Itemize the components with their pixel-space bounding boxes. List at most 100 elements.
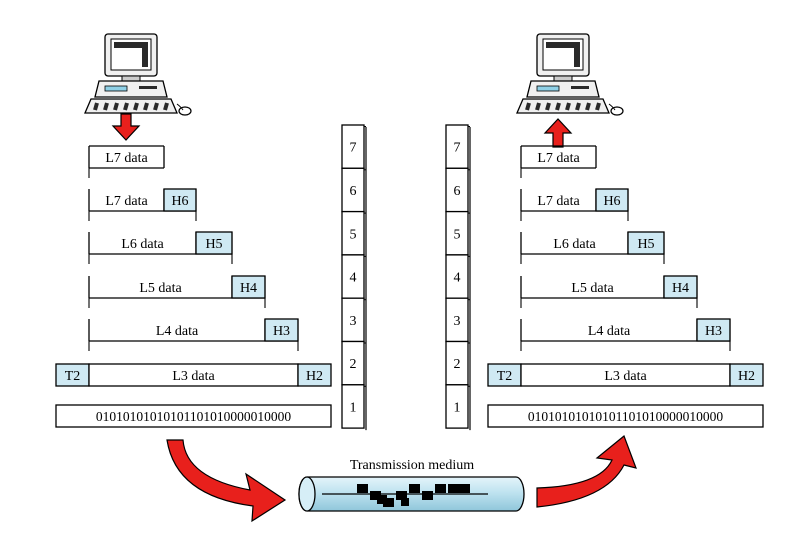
- signal-bit: [383, 498, 394, 507]
- red-curved-arrow-icon: [166, 439, 287, 523]
- signal-bit: [357, 484, 368, 493]
- signal-bit: [459, 484, 470, 493]
- red-curved-arrow-icon: [536, 435, 637, 508]
- key-row: [545, 102, 551, 111]
- receiver-bit-stream: 01010101010101101010000010000: [487, 404, 764, 428]
- bit-string: 01010101010101101010000010000: [528, 409, 723, 424]
- cylinder-end: [298, 476, 316, 512]
- data-label: L7 data: [105, 194, 148, 209]
- drive-slot: [104, 85, 128, 92]
- key-row: [555, 102, 561, 111]
- receiver-computer-icon: [516, 33, 624, 116]
- receiver-row-5: H3 L4 data: [520, 318, 731, 351]
- signal-bit: [409, 484, 420, 493]
- sender-row-1: L7 data: [88, 145, 165, 178]
- key-row: [93, 102, 99, 111]
- key-row: [525, 102, 531, 111]
- data-label: L6 data: [121, 237, 164, 252]
- data-label: L6 data: [553, 237, 596, 252]
- signal-bit: [435, 484, 446, 493]
- header-label: H3: [273, 324, 290, 339]
- layer-number: 4: [454, 271, 461, 286]
- base-unit: [526, 80, 600, 98]
- bit-box: [487, 404, 764, 428]
- layer-number: 5: [350, 227, 357, 242]
- header-label: H4: [672, 281, 689, 296]
- header-box: [297, 363, 332, 387]
- data-label: L7 data: [105, 151, 148, 166]
- keyboard: [516, 98, 610, 114]
- base-unit: [94, 80, 168, 98]
- header-label: H3: [705, 324, 722, 339]
- layer-number: 7: [454, 141, 461, 156]
- signal-bit: [396, 491, 407, 500]
- sender-row-6: T2 L3 data H2: [55, 363, 332, 387]
- sender-bit-stream: 01010101010101101010000010000: [55, 404, 332, 428]
- layer-number: 1: [350, 400, 357, 415]
- signal-bit: [401, 498, 409, 506]
- signal-bit: [448, 484, 459, 493]
- trailer-label: T2: [65, 369, 81, 384]
- keyboard: [84, 98, 178, 114]
- layer-number: 3: [350, 314, 357, 329]
- mouse-cable: [608, 103, 616, 111]
- layer-number: 7: [350, 141, 357, 156]
- header-box: [729, 363, 764, 387]
- header-label: H6: [603, 194, 620, 209]
- data-label: L4 data: [588, 324, 631, 339]
- data-label: L3 data: [172, 369, 215, 384]
- receiver-row-2: H6 L7 data: [520, 188, 629, 221]
- red-down-arrow-icon: [111, 113, 141, 141]
- data-label: L7 data: [537, 194, 580, 209]
- key-row: [565, 102, 571, 111]
- vent: [139, 86, 157, 89]
- drive-slot: [536, 85, 560, 92]
- header-label: H5: [205, 237, 222, 252]
- layer-number: 5: [454, 227, 461, 242]
- signal-bit: [377, 495, 387, 504]
- header-label: H4: [240, 281, 257, 296]
- layer-number: 1: [454, 400, 461, 415]
- monitor-stand: [121, 75, 141, 82]
- layer-cell: [341, 384, 365, 429]
- signal-bit: [370, 491, 381, 500]
- data-label: L7 data: [537, 151, 580, 166]
- header-label: H2: [738, 369, 755, 384]
- red-up-arrow-icon: [543, 118, 573, 148]
- key-row: [575, 102, 581, 111]
- monitor-stand: [553, 75, 573, 82]
- arrows: [111, 113, 637, 523]
- mouse-cable: [176, 103, 184, 111]
- key-row: [133, 102, 139, 111]
- layer-number: 6: [454, 184, 461, 199]
- screen-shadow: [546, 42, 580, 67]
- sender-row-3: H5 L6 data: [88, 231, 233, 264]
- medium-label: Transmission medium: [350, 458, 474, 473]
- sender-row-4: H4 L5 data: [88, 275, 266, 308]
- data-label: L4 data: [156, 324, 199, 339]
- key-row: [163, 102, 169, 111]
- header-label: H2: [306, 369, 323, 384]
- bit-box: [55, 404, 332, 428]
- transmission-medium: Transmission medium: [298, 458, 525, 512]
- key-row: [585, 102, 591, 111]
- key-row: [103, 102, 109, 111]
- layer-cell: [445, 384, 469, 429]
- bit-string: 01010101010101101010000010000: [96, 409, 291, 424]
- layer-number: 4: [350, 271, 357, 286]
- data-label: L5 data: [139, 281, 182, 296]
- key-row: [535, 102, 541, 111]
- header-label: H5: [637, 237, 654, 252]
- receiver-row-1: L7 data: [520, 145, 597, 178]
- vent: [571, 86, 589, 89]
- data-label: L3 data: [604, 369, 647, 384]
- layer-number: 6: [350, 184, 357, 199]
